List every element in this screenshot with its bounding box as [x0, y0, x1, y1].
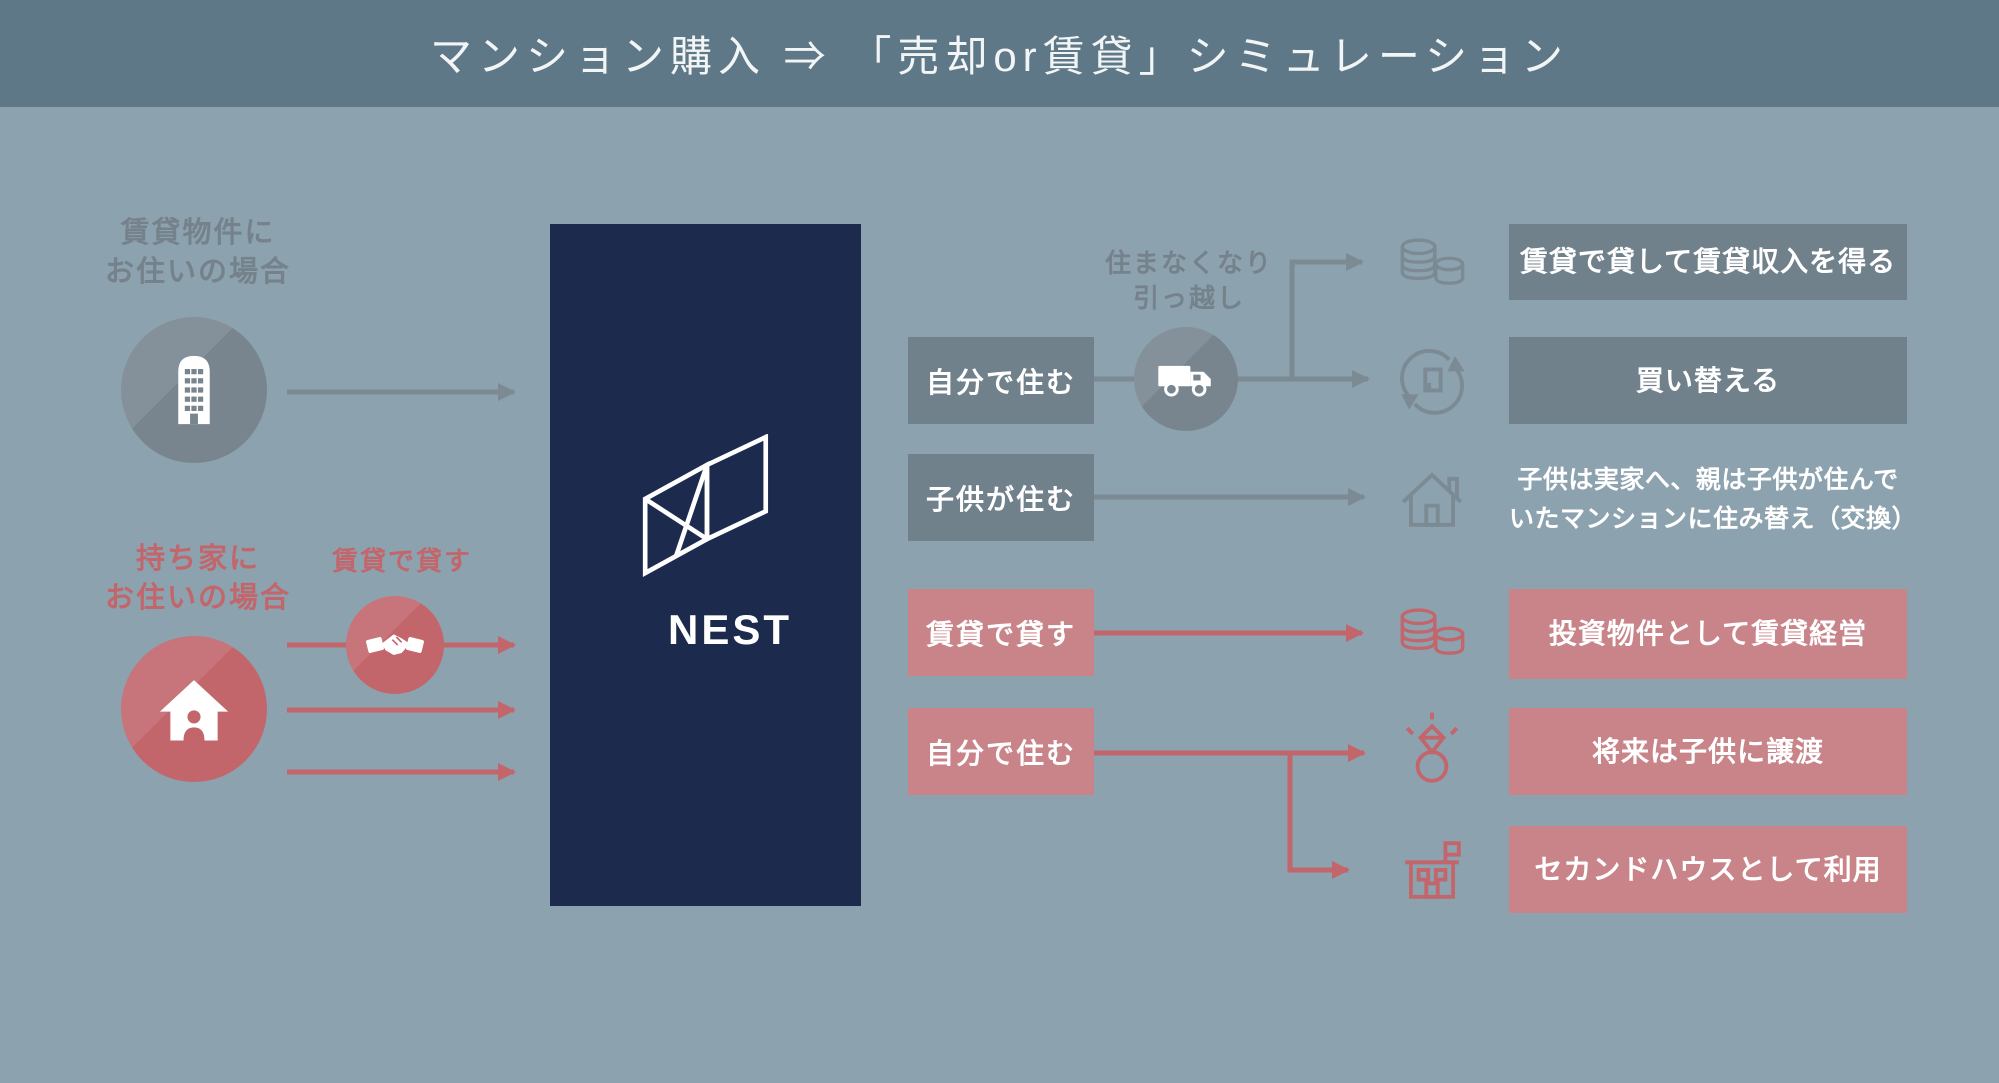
rent-out-note: 賃貸で貸す — [331, 546, 472, 576]
gray-arrows — [287, 253, 1370, 506]
outcome-invest: 投資物件として賃貸経営 — [1509, 589, 1907, 679]
owned-house-circle — [121, 636, 267, 782]
inherit-icon-slot — [1384, 705, 1480, 801]
outcome-second-house: セカンドハウスとして利用 — [1509, 826, 1907, 913]
handshake-icon — [366, 634, 424, 655]
option-live-self-1: 自分で住む — [908, 337, 1094, 424]
handshake-circle — [346, 596, 444, 694]
page-title: マンション購入 ⇒ 「売却or賃貸」シミュレーション — [429, 33, 1569, 80]
truck-icon — [1158, 365, 1211, 397]
owned-case-label: 持ち家に お住いの場合 — [104, 543, 291, 615]
nest-logo-text: NEST — [668, 606, 793, 653]
second-house-icon-slot — [1384, 822, 1480, 918]
rebuy-icon-slot — [1384, 331, 1480, 427]
header-bar: マンション購入 ⇒ 「売却or賃貸」シミュレーション — [0, 0, 1999, 107]
option-live-self-2: 自分で住む — [908, 708, 1094, 795]
rental-case-label: 賃貸物件に お住いの場合 — [104, 217, 291, 289]
nest-panel: NEST — [550, 224, 861, 906]
invest-icon-slot — [1384, 586, 1480, 682]
child-house-icon-slot — [1384, 450, 1480, 546]
rental-building-circle — [121, 317, 267, 463]
nest-logo-icon — [642, 434, 769, 578]
second-house-icon — [1405, 841, 1461, 899]
outcome-rebuy: 買い替える — [1509, 337, 1907, 424]
recycle-arrows-icon — [1400, 349, 1465, 415]
moving-note: 住まなくなり 引っ越し — [1104, 248, 1273, 314]
building-icon — [178, 355, 210, 425]
outcome-swap-text: 子供は実家へ、親は子供が住んでいたマンションに住み替え（交換） — [1509, 466, 1918, 533]
house-icon — [159, 680, 229, 741]
rent-income-icon-slot — [1384, 216, 1480, 312]
coins-icon — [1400, 238, 1465, 285]
outcome-inherit: 将来は子供に譲渡 — [1509, 708, 1907, 795]
pink-arrows — [287, 624, 1366, 879]
outcome-rental-income: 賃貸で貸して賃貸収入を得る — [1509, 224, 1907, 300]
coins-icon — [1400, 608, 1465, 655]
option-rent-out: 賃貸で貸す — [908, 589, 1094, 676]
option-child-lives: 子供が住む — [908, 454, 1094, 541]
truck-circle — [1134, 327, 1238, 431]
ring-icon — [1405, 712, 1459, 783]
house-outline-icon — [1401, 472, 1463, 527]
